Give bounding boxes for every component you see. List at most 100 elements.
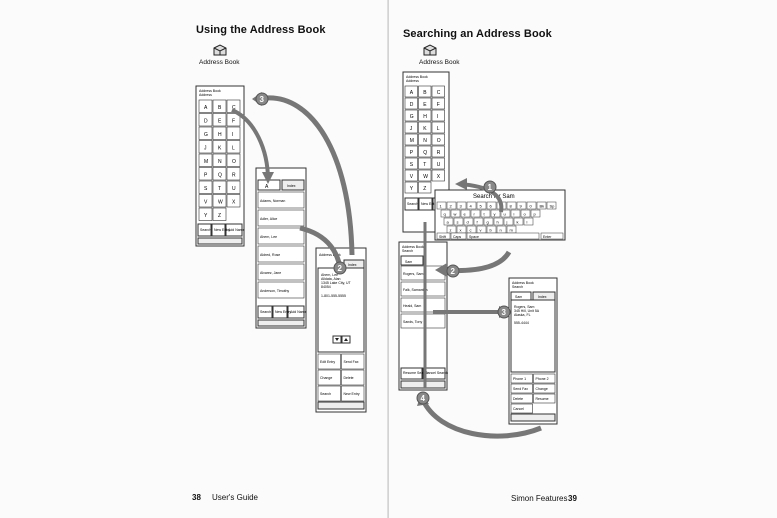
key-cell[interactable]	[404, 85, 418, 98]
keyboard-key[interactable]	[466, 232, 540, 240]
key-cell[interactable]	[212, 126, 227, 140]
key-cell[interactable]	[226, 140, 241, 154]
key-cell[interactable]	[404, 145, 418, 158]
detail-button[interactable]	[317, 353, 341, 370]
keyboard-key[interactable]	[480, 209, 491, 218]
key-cell[interactable]	[431, 145, 445, 158]
key-cell[interactable]	[431, 109, 445, 122]
key-cell[interactable]	[418, 85, 432, 98]
key-cell[interactable]	[431, 169, 445, 182]
keyboard-key[interactable]	[466, 201, 477, 210]
key-cell[interactable]	[226, 113, 241, 127]
keyboard-key[interactable]	[540, 232, 564, 240]
key-cell[interactable]	[212, 207, 227, 221]
key-cell[interactable]	[404, 109, 418, 122]
key-cell[interactable]	[431, 121, 445, 134]
list-item[interactable]	[400, 297, 446, 313]
detail-button[interactable]	[341, 353, 365, 370]
key-cell[interactable]	[198, 99, 213, 113]
keyboard-key[interactable]	[450, 232, 467, 240]
keyboard-key[interactable]	[483, 217, 494, 226]
keyboard-key[interactable]	[473, 217, 484, 226]
key-cell[interactable]	[226, 153, 241, 167]
detail-button[interactable]	[510, 393, 533, 404]
keyboard-key[interactable]	[486, 201, 497, 210]
detail-button[interactable]	[510, 383, 533, 394]
key-cell[interactable]	[198, 113, 213, 127]
key-cell[interactable]	[418, 121, 432, 134]
detail-button[interactable]	[510, 373, 533, 384]
key-cell[interactable]	[212, 113, 227, 127]
keyboard-key[interactable]	[526, 201, 537, 210]
key-cell[interactable]	[198, 167, 213, 181]
key-cell[interactable]	[418, 109, 432, 122]
key-cell[interactable]	[431, 97, 445, 110]
keyboard-key[interactable]	[446, 201, 457, 210]
detail-button[interactable]	[510, 403, 533, 414]
keyboard-key[interactable]	[476, 225, 487, 234]
keyboard-key[interactable]	[466, 225, 477, 234]
keyboard-key[interactable]	[476, 201, 487, 210]
list-item[interactable]	[257, 245, 305, 263]
keyboard-key[interactable]	[470, 209, 481, 218]
keyboard-key[interactable]	[513, 217, 524, 226]
key-cell[interactable]	[198, 153, 213, 167]
list-item[interactable]	[400, 313, 446, 329]
keyboard-key[interactable]	[443, 217, 454, 226]
detail-button[interactable]	[341, 369, 365, 386]
detail-button[interactable]	[341, 385, 365, 402]
key-cell[interactable]	[212, 99, 227, 113]
key-cell[interactable]	[198, 140, 213, 154]
detail-button[interactable]	[533, 373, 556, 384]
keyboard-key[interactable]	[463, 217, 474, 226]
keyboard-key[interactable]	[493, 217, 504, 226]
key-cell[interactable]	[226, 194, 241, 208]
keyboard-key[interactable]	[436, 201, 447, 210]
keyboard-key[interactable]	[500, 209, 511, 218]
list-item[interactable]	[257, 227, 305, 245]
keyboard-key[interactable]	[516, 201, 527, 210]
key-cell[interactable]	[198, 180, 213, 194]
key-cell[interactable]	[226, 126, 241, 140]
keyboard-key[interactable]	[456, 225, 467, 234]
keyboard-key[interactable]	[456, 201, 467, 210]
key-cell[interactable]	[226, 167, 241, 181]
keyboard-key[interactable]	[450, 209, 461, 218]
key-cell[interactable]	[198, 126, 213, 140]
key-cell[interactable]	[404, 121, 418, 134]
keyboard-key[interactable]	[530, 209, 541, 218]
key-cell[interactable]	[212, 140, 227, 154]
key-cell[interactable]	[418, 97, 432, 110]
detail-button[interactable]	[533, 383, 556, 394]
key-cell[interactable]	[212, 180, 227, 194]
list-item[interactable]	[257, 263, 305, 281]
list-item[interactable]	[257, 281, 305, 299]
list-item[interactable]	[257, 209, 305, 227]
list-item[interactable]	[257, 191, 305, 209]
key-cell[interactable]	[212, 167, 227, 181]
keyboard-key[interactable]	[436, 232, 451, 240]
keyboard-key[interactable]	[453, 217, 464, 226]
key-cell[interactable]	[198, 207, 213, 221]
keyboard-key[interactable]	[520, 209, 531, 218]
keyboard-key[interactable]	[503, 217, 514, 226]
key-cell[interactable]	[431, 157, 445, 170]
key-cell[interactable]	[404, 97, 418, 110]
key-cell[interactable]	[431, 133, 445, 146]
keyboard-key[interactable]	[446, 225, 457, 234]
keyboard-key[interactable]	[523, 217, 534, 226]
detail-button[interactable]	[317, 369, 341, 386]
keyboard-key[interactable]	[536, 201, 547, 210]
key-cell[interactable]	[418, 157, 432, 170]
detail-button[interactable]	[533, 393, 556, 404]
key-cell[interactable]	[431, 85, 445, 98]
key-cell[interactable]	[418, 145, 432, 158]
key-cell[interactable]	[404, 181, 418, 194]
keyboard-key[interactable]	[546, 201, 557, 210]
key-cell[interactable]	[404, 157, 418, 170]
keyboard-key[interactable]	[490, 209, 501, 218]
key-cell[interactable]	[212, 194, 227, 208]
keyboard-key[interactable]	[506, 201, 517, 210]
list-item[interactable]	[400, 281, 446, 297]
key-cell[interactable]	[418, 181, 432, 194]
